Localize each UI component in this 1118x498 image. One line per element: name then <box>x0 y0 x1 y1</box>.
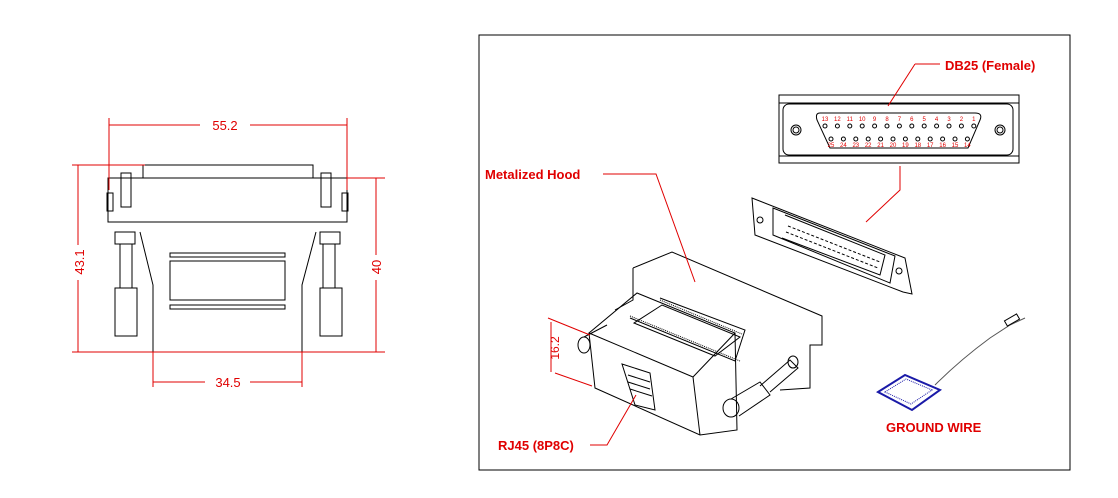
ground-wire <box>876 313 1026 412</box>
label-db25: DB25 (Female) <box>945 58 1035 73</box>
pin-hole <box>896 123 902 129</box>
pin-label: 24 <box>840 143 847 149</box>
pin-hole <box>859 123 865 129</box>
pin-label: 13 <box>822 117 829 123</box>
front-view: 55.2 43.1 40 34.5 <box>72 118 385 390</box>
pin-hole <box>952 136 958 142</box>
pin-label: 17 <box>927 143 934 149</box>
label-ground-wire: GROUND WIRE <box>886 420 982 435</box>
label-rj45: RJ45 (8P8C) <box>498 438 574 453</box>
pin-hole <box>902 136 908 142</box>
pin-label: 25 <box>828 143 835 149</box>
pin-hole <box>964 136 970 142</box>
pin-hole <box>884 123 890 129</box>
pin-hole <box>840 136 846 142</box>
pin-hole <box>853 136 859 142</box>
pin-hole <box>878 136 884 142</box>
pin-label: 22 <box>865 143 872 149</box>
pin-label: 6 <box>910 117 914 123</box>
pin-label: 15 <box>952 143 959 149</box>
pin-hole <box>940 136 946 142</box>
pin-label: 11 <box>847 117 854 123</box>
pin-label: 8 <box>885 117 889 123</box>
pin-label: 2 <box>960 117 964 123</box>
pin-label: 12 <box>834 117 841 123</box>
pin-hole <box>946 123 952 129</box>
db25-leader <box>887 63 940 107</box>
pin-hole <box>828 136 834 142</box>
pin-label: 23 <box>852 143 859 149</box>
pin-hole <box>890 136 896 142</box>
dim-body-height: 40 <box>369 260 384 274</box>
pin-hole <box>834 123 840 129</box>
pin-hole <box>921 123 927 129</box>
db25-connector <box>751 197 913 295</box>
pin-hole <box>915 136 921 142</box>
pin-label: 5 <box>923 117 927 123</box>
pin-label: 10 <box>859 117 866 123</box>
pin-hole <box>927 136 933 142</box>
pin-hole <box>872 123 878 129</box>
dim-bottom-width: 34.5 <box>215 375 240 390</box>
metalized-hood <box>577 251 823 436</box>
pin-label: 14 <box>964 143 971 149</box>
pin-hole <box>865 136 871 142</box>
pin-hole <box>971 123 977 129</box>
pin-label: 7 <box>898 117 902 123</box>
pin-hole <box>909 123 915 129</box>
pin-hole <box>958 123 964 129</box>
pin-label: 16 <box>939 143 946 149</box>
pin-label: 4 <box>935 117 939 123</box>
pin-label: 20 <box>890 143 897 149</box>
pin-label: 19 <box>902 143 909 149</box>
pin-label: 21 <box>877 143 884 149</box>
dim-rj45-height: 16.2 <box>548 336 562 360</box>
pin-label: 9 <box>873 117 877 123</box>
pin-hole <box>822 123 828 129</box>
pin-hole <box>934 123 940 129</box>
pin-label: 18 <box>914 143 921 149</box>
label-hood: Metalized Hood <box>485 167 580 182</box>
isometric-frame <box>478 34 1071 471</box>
dim-overall-width: 55.2 <box>212 118 237 133</box>
pin-label: 3 <box>947 117 951 123</box>
pin-hole <box>847 123 853 129</box>
pin-label: 1 <box>972 117 976 123</box>
dim-overall-height: 43.1 <box>72 249 87 274</box>
